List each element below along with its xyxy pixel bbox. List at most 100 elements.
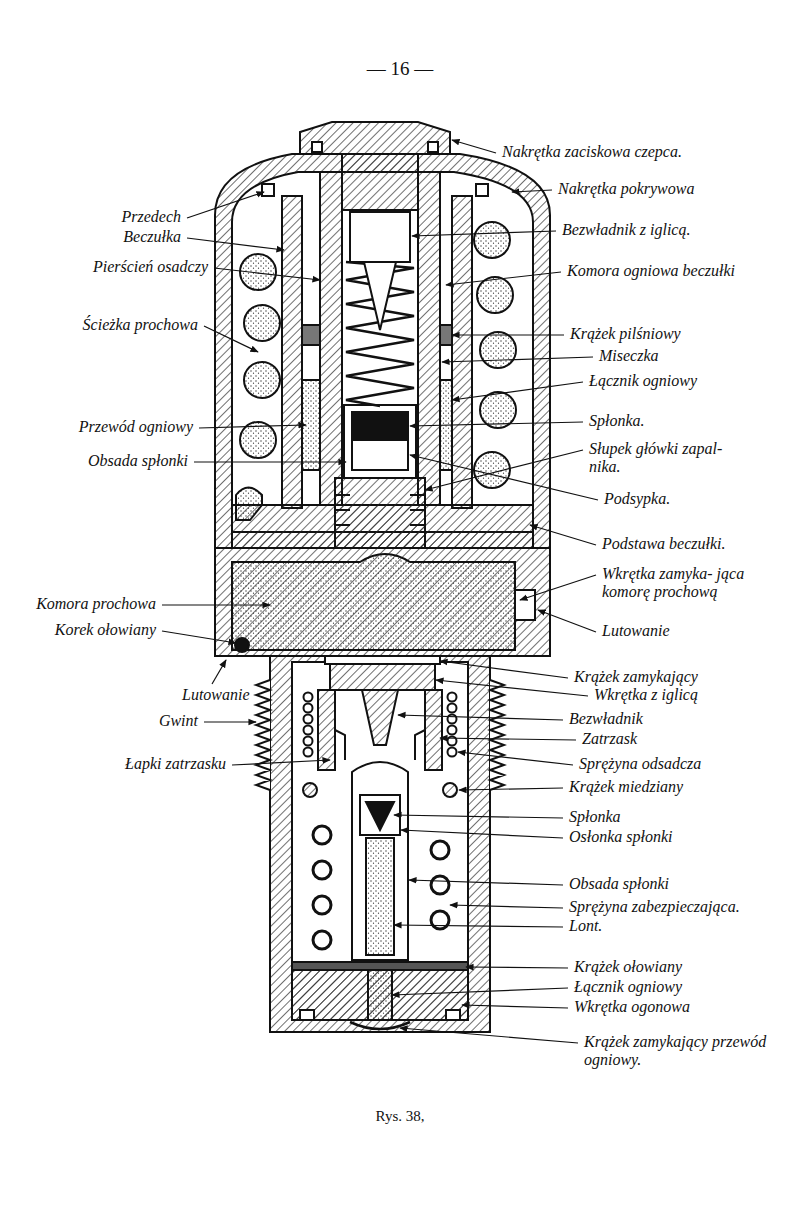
fuze-body — [431, 876, 449, 894]
fuze-body — [415, 730, 425, 760]
fuze-body — [292, 970, 468, 1020]
part-label: Lont. — [567, 917, 604, 935]
fuze-head — [350, 212, 410, 262]
fuze-body — [425, 690, 442, 770]
fuze-head — [302, 325, 320, 345]
leader-line — [450, 905, 563, 908]
fuze-body — [515, 590, 535, 620]
leader-line — [458, 752, 573, 765]
part-label: Bezwładnik z iglicą. — [560, 221, 692, 239]
leader-line — [394, 815, 563, 818]
fuze-body — [448, 748, 457, 757]
part-label: Krążek ołowiany — [572, 958, 684, 976]
leader-line — [400, 1028, 578, 1043]
fuze-head — [410, 524, 425, 526]
leader-line — [162, 631, 236, 643]
fuze-body — [304, 704, 313, 713]
part-label: Miseczka — [597, 347, 661, 365]
fuze-head — [282, 196, 302, 508]
part-label: Sprężyna odsadcza — [577, 755, 703, 773]
fuze-head — [346, 262, 414, 406]
leader-line — [425, 450, 583, 490]
fuze-body — [300, 1010, 314, 1020]
fuze-head — [477, 277, 513, 313]
fuze-body — [366, 838, 394, 955]
part-label: Wkrętka zamyka- jąca komorę prochową — [600, 565, 789, 601]
fuze-body — [443, 783, 457, 797]
leader-line — [530, 525, 596, 545]
part-label: Spłonka. — [587, 412, 647, 430]
part-label: Łapki zatrzasku — [123, 755, 228, 773]
figure-caption: Rys. 38, — [376, 1108, 425, 1125]
leader-line — [232, 760, 330, 765]
leader-line — [214, 268, 320, 280]
leader-line — [466, 967, 568, 968]
fuze-body — [232, 554, 515, 650]
part-label: Podstawa beczułki. — [600, 535, 728, 553]
fuze-head — [244, 362, 280, 398]
fuze-head — [410, 494, 425, 496]
fuze-head — [352, 440, 408, 470]
part-label: Obsada spłonki — [567, 875, 671, 893]
part-label: Krążek zamykający — [572, 668, 700, 686]
fuze-body — [313, 931, 331, 949]
leader-line — [204, 326, 258, 352]
leader-line — [410, 422, 583, 426]
leader-line — [204, 721, 256, 722]
leader-line — [162, 140, 598, 1043]
fuze-body — [256, 680, 270, 790]
leader-line — [452, 382, 583, 400]
fuze-head — [364, 262, 396, 330]
leader-line — [440, 738, 576, 740]
part-label: Beczułka — [121, 228, 183, 246]
leader-line — [440, 661, 568, 678]
fuze-body — [215, 548, 550, 1032]
leader-line — [442, 357, 593, 362]
fuze-body — [490, 680, 504, 790]
fuze-head — [335, 478, 425, 548]
fuze-head — [344, 405, 416, 478]
part-label: Krążek miedziany — [567, 778, 685, 796]
fuze-body — [304, 726, 313, 735]
fuze-body — [304, 693, 313, 702]
part-label: Łącznik ogniowy — [572, 978, 684, 996]
fuze-body — [431, 841, 449, 859]
fuze-body — [352, 762, 408, 960]
part-label: Wkrętka ogonowa — [572, 998, 692, 1016]
fuze-head — [312, 142, 322, 152]
leader-line — [394, 925, 563, 927]
part-label: Ścieżka prochowa — [81, 316, 200, 334]
part-label: Wkrętka z iglicą — [592, 686, 700, 704]
fuze-body — [448, 693, 457, 702]
leader-line — [512, 190, 552, 192]
leader-line — [412, 231, 556, 236]
part-label: Gwint — [157, 712, 200, 730]
fuze-body — [313, 861, 331, 879]
fuze-head — [335, 509, 350, 511]
leader-line — [409, 880, 563, 885]
part-label: Krążek zamykający przewód ogniowy. — [582, 1033, 786, 1069]
fuze-body — [304, 715, 313, 724]
fuze-head — [342, 210, 418, 478]
fuze-body — [325, 656, 440, 664]
fuze-head — [410, 509, 425, 511]
fuze-head — [236, 488, 262, 521]
fuze-head — [452, 196, 472, 508]
fuze-head — [474, 222, 510, 258]
part-label: Osłonka spłonki — [567, 828, 675, 846]
leader-line — [199, 425, 306, 428]
leader-line — [194, 461, 346, 462]
leader-line — [212, 660, 226, 684]
part-label: Obsada spłonki — [86, 452, 190, 470]
leader-line — [520, 575, 596, 600]
fuze-head — [335, 494, 350, 496]
fuze-head — [300, 122, 450, 154]
fuze-body — [313, 826, 331, 844]
part-label: Bezwładnik — [567, 710, 645, 728]
fuze-body — [366, 802, 394, 830]
fuze-body — [362, 690, 398, 745]
fuze-body — [431, 911, 449, 929]
fuze-head — [262, 184, 274, 196]
